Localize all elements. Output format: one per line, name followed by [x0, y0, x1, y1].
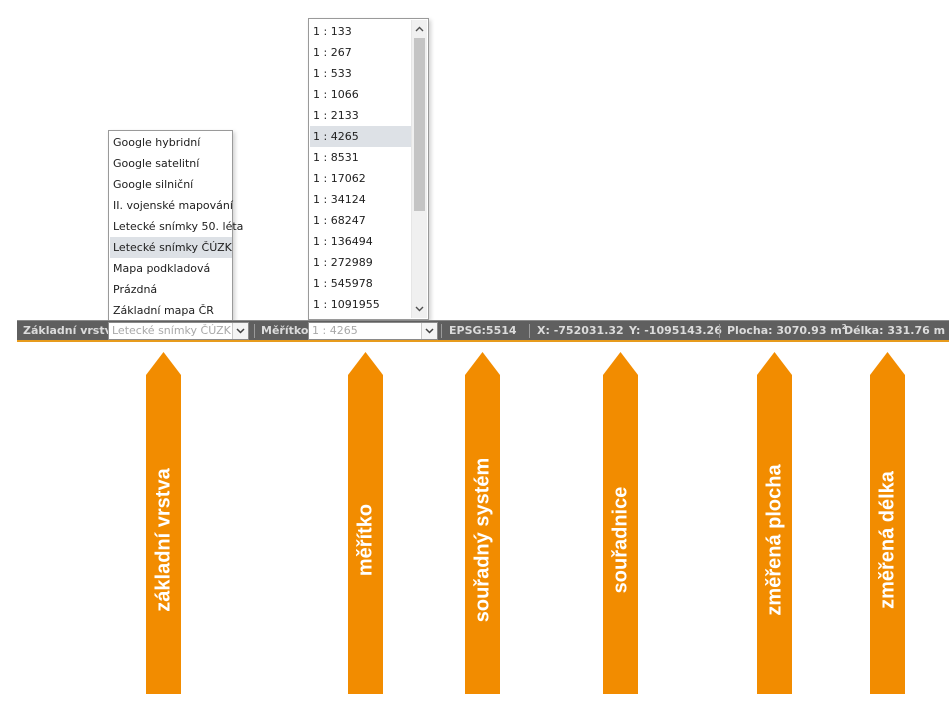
arrow-measured-area: změřená plocha	[757, 352, 792, 694]
scale-option[interactable]: 1 : 17062	[313, 172, 366, 185]
arrow-label: souřadný systém	[471, 457, 493, 623]
scale-option[interactable]: 1 : 2133	[313, 109, 359, 122]
base-layer-list[interactable]: Google hybridní Google satelitní Google …	[108, 130, 244, 321]
scale-label: Měřítko	[261, 324, 309, 337]
scale-option[interactable]: 1 : 68247	[313, 214, 366, 227]
base-layer-option[interactable]: Google hybridní	[113, 136, 201, 149]
scale-option[interactable]: 1 : 1066	[313, 88, 359, 101]
base-layer-option[interactable]: Mapa podkladová	[113, 262, 211, 275]
scale-option[interactable]: 1 : 267	[313, 46, 352, 59]
scale-option[interactable]: 1 : 8531	[313, 151, 359, 164]
chevron-down-icon[interactable]	[421, 323, 437, 339]
measured-area: Plocha: 3070.93 m2	[727, 323, 847, 338]
base-layer-option[interactable]: Google satelitní	[113, 157, 200, 170]
scale-list-scrollbar[interactable]	[411, 20, 427, 318]
scale-option[interactable]: 1 : 545978	[313, 277, 373, 290]
scale-option[interactable]: 1 : 34124	[313, 193, 366, 206]
scale-option[interactable]: 1 : 133	[313, 25, 352, 38]
arrow-base-layer: základní vrstva	[146, 352, 181, 694]
scale-select[interactable]: 1 : 4265	[308, 322, 438, 340]
arrow-label: základní vrstva	[152, 468, 174, 612]
arrow-label: změřená plocha	[763, 464, 785, 616]
measured-length: Délka: 331.76 m	[844, 324, 946, 337]
base-layer-option[interactable]: Základní mapa ČR	[113, 304, 214, 317]
base-layer-option[interactable]: Google silniční	[113, 178, 194, 191]
base-layer-select[interactable]: Letecké snímky ČÚZK	[108, 322, 249, 340]
arrow-coordinates: souřadnice	[603, 352, 638, 694]
base-layer-option[interactable]: II. vojenské mapování	[113, 199, 233, 212]
separator	[254, 324, 255, 338]
scroll-up-icon[interactable]	[412, 21, 427, 37]
scroll-thumb[interactable]	[414, 38, 425, 211]
arrow-measured-length: změřená délka	[870, 352, 905, 694]
arrow-coordinate-system: souřadný systém	[465, 352, 500, 694]
scale-option-selected[interactable]: 1 : 4265	[310, 126, 412, 147]
coordinate-y: Y: -1095143.26	[629, 324, 722, 337]
arrow-label: souřadnice	[609, 486, 631, 594]
base-layer-label: Základní vrstva	[23, 324, 120, 337]
arrow-label: změřená délka	[876, 471, 898, 610]
base-layer-option-selected[interactable]: Letecké snímky ČÚZK	[110, 237, 232, 258]
base-layer-option[interactable]: Prázdná	[113, 283, 158, 296]
base-layer-select-value: Letecké snímky ČÚZK	[112, 324, 231, 337]
scale-option[interactable]: 1 : 1091955	[313, 298, 380, 311]
scale-select-value: 1 : 4265	[312, 324, 358, 337]
arrow-label: měřítko	[354, 503, 376, 577]
scale-list[interactable]: 1 : 133 1 : 267 1 : 533 1 : 1066 1 : 213…	[308, 18, 429, 320]
arrow-scale: měřítko	[348, 352, 383, 694]
scale-option[interactable]: 1 : 272989	[313, 256, 373, 269]
map-status-bar: Základní vrstva Letecké snímky ČÚZK Měří…	[17, 320, 949, 342]
scale-option[interactable]: 1 : 533	[313, 67, 352, 80]
separator	[719, 324, 720, 338]
base-layer-option[interactable]: Letecké snímky 50. léta	[113, 220, 244, 233]
chevron-down-icon[interactable]	[232, 323, 248, 339]
coordinate-x: X: -752031.32	[537, 324, 624, 337]
separator	[529, 324, 530, 338]
separator	[441, 324, 442, 338]
coordinate-system: EPSG:5514	[449, 324, 517, 337]
scale-option[interactable]: 1 : 136494	[313, 235, 373, 248]
scroll-down-icon[interactable]	[412, 301, 427, 317]
